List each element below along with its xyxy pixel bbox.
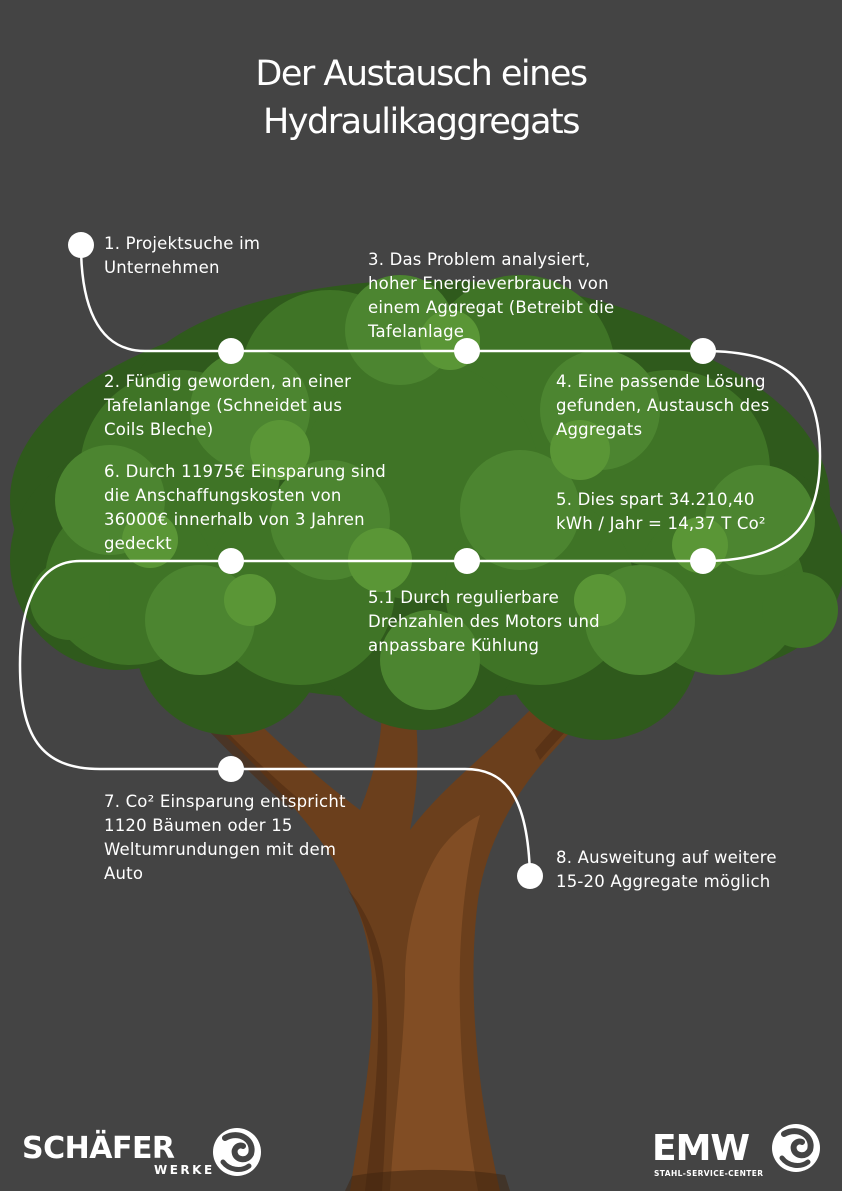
page-title: Der Austausch eines Hydraulikaggregats xyxy=(0,50,842,146)
step-4-marker xyxy=(690,338,716,364)
step-8-marker xyxy=(517,863,543,889)
step-5-1-marker xyxy=(454,548,480,574)
tree-foliage xyxy=(10,275,842,740)
step-6-marker xyxy=(218,548,244,574)
title-line-1: Der Austausch eines xyxy=(255,54,588,94)
emw-logo: EMW STAHL-SERVICE-CENTER xyxy=(652,1124,820,1178)
step-7-marker xyxy=(218,756,244,782)
emw-emblem-icon xyxy=(772,1124,820,1172)
timeline-markers xyxy=(68,232,716,889)
step-5-text: 5. Dies spart 34.210,40 kWh / Jahr = 14,… xyxy=(556,490,766,533)
emw-logo-name: EMW xyxy=(652,1128,749,1169)
step-3-text: 3. Das Problem analysiert, hoher Energie… xyxy=(368,250,615,341)
schaefer-logo-name: SCHÄFER xyxy=(22,1130,175,1166)
step-1-marker xyxy=(68,232,94,258)
step-7-text: 7. Co² Einsparung entspricht 1120 Bäumen… xyxy=(104,792,346,883)
step-2-text: 2. Fündig geworden, an einer Tafelanlang… xyxy=(104,372,352,439)
step-5-1-text: 5.1 Durch regulierbare Drehzahlen des Mo… xyxy=(368,588,600,655)
step-4-text: 4. Eine passende Lösung gefunden, Austau… xyxy=(556,372,770,439)
schaefer-logo-sub: WERKE xyxy=(154,1163,215,1177)
step-1-text: 1. Projektsuche im Unternehmen xyxy=(104,234,261,277)
step-2-marker xyxy=(218,338,244,364)
step-8-text: 8. Ausweitung auf weitere 15-20 Aggregat… xyxy=(556,848,777,891)
schaefer-werke-logo: SCHÄFER WERKE xyxy=(22,1128,261,1177)
title-line-2: Hydraulikaggregats xyxy=(262,102,581,142)
tree-trunk xyxy=(206,635,650,1191)
step-3-marker xyxy=(454,338,480,364)
step-5-marker xyxy=(690,548,716,574)
step-6-text: 6. Durch 11975€ Einsparung sind die Ansc… xyxy=(104,462,386,553)
emw-logo-sub: STAHL-SERVICE-CENTER xyxy=(654,1169,763,1178)
schaefer-emblem-icon xyxy=(213,1128,261,1176)
